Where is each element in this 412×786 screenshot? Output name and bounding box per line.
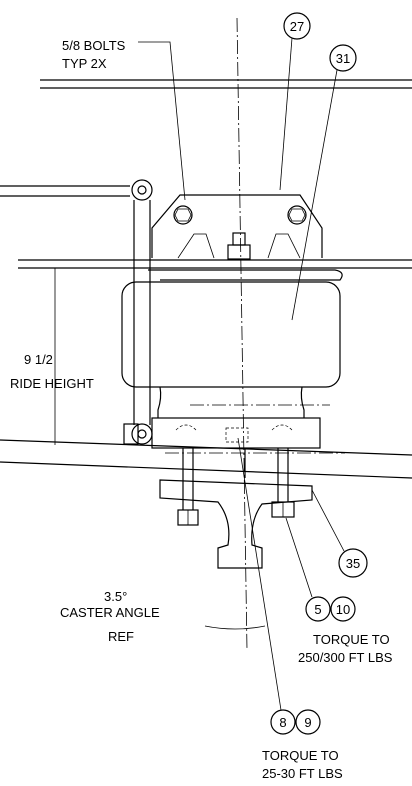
torque-note-a-line1: TORQUE TO — [313, 632, 390, 647]
caster-angle: 3.5° CASTER ANGLE REF — [60, 589, 266, 644]
caster-angle-label: CASTER ANGLE — [60, 605, 160, 620]
callout-10-label: 10 — [336, 602, 350, 617]
ride-height-label: RIDE HEIGHT — [10, 376, 94, 391]
callout-27-label: 27 — [290, 19, 304, 34]
callout-9-label: 9 — [304, 715, 311, 730]
air-spring — [121, 269, 345, 454]
upper-bracket — [151, 194, 323, 260]
torque-note-b-line1: TORQUE TO — [262, 748, 339, 763]
bolts-note-line1: 5/8 BOLTS — [62, 38, 126, 53]
callout-5-label: 5 — [314, 602, 321, 617]
callout-35-label: 35 — [346, 556, 360, 571]
axle-seat-section — [159, 448, 313, 569]
caster-angle-value: 3.5° — [104, 589, 127, 604]
ride-height-value: 9 1/2 — [24, 352, 53, 367]
studs-and-nuts — [177, 448, 295, 526]
bolts-note-line2: TYP 2X — [62, 56, 107, 71]
centerline — [236, 17, 248, 651]
callout-8-9: 8 9 TORQUE TO 25-30 FT LBS — [237, 437, 343, 781]
callout-31: 31 — [291, 44, 357, 321]
frame-rail — [18, 79, 412, 269]
callout-5-10: 5 10 TORQUE TO 250/300 FT LBS — [285, 517, 393, 665]
caster-angle-ref: REF — [108, 629, 134, 644]
callout-35: 35 — [311, 489, 368, 578]
shock-link — [0, 179, 153, 445]
callout-8-label: 8 — [279, 715, 286, 730]
ride-height-dimension: 9 1/2 RIDE HEIGHT — [10, 267, 94, 445]
callout-27: 27 — [279, 12, 311, 191]
bolts-note: 5/8 BOLTS TYP 2X — [62, 38, 186, 201]
torque-note-a-line2: 250/300 FT LBS — [298, 650, 393, 665]
callout-31-label: 31 — [336, 51, 350, 66]
axle-beam — [0, 439, 412, 479]
torque-note-b-line2: 25-30 FT LBS — [262, 766, 343, 781]
